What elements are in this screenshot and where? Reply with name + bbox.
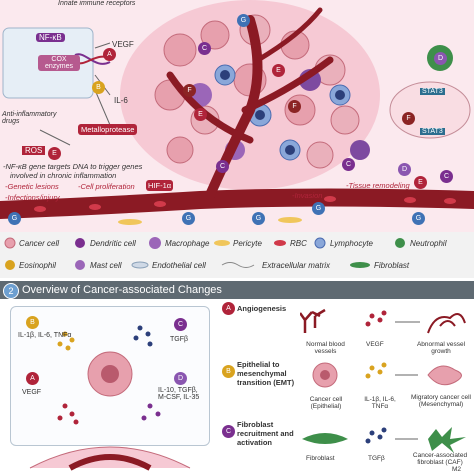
badge-e-3: E <box>414 176 427 189</box>
badge-g-5: G <box>312 202 325 215</box>
row-c-mid-caption: TGFβ <box>368 455 385 462</box>
badge-c-1: C <box>198 42 211 55</box>
row-b-left-caption: Cancer cell (Epithelial) <box>309 396 343 410</box>
stat3-top: STAT3 <box>420 88 445 95</box>
receptors-label: Innate immune receptors <box>58 0 136 7</box>
row-a-right-caption: Abnormal vessel growth <box>416 341 466 355</box>
tumor-microenvironment-panel: Innate immune receptors NF-κB COX enzyme… <box>0 0 474 232</box>
left-box-illustration <box>29 325 191 471</box>
row-b-title: Epithelial to mesenchymal transition (EM… <box>237 360 295 387</box>
badge-e-1: E <box>194 108 207 121</box>
row-a-title: Angiogenesis <box>237 304 287 313</box>
badge-e-2: E <box>272 64 285 77</box>
badge-c-box: C <box>174 318 187 331</box>
legend-extracellular-matrix: Extracellular matrix <box>262 261 331 270</box>
row-b-illustration <box>312 362 462 388</box>
row-c-badge: C <box>222 425 235 438</box>
legend-pericyte: Pericyte <box>233 239 262 248</box>
tissue-remodeling-label: -Tissue remodeling <box>346 181 410 190</box>
metalloprotease-label: Metalloprotease <box>78 124 138 135</box>
legend-endothelial-cell: Endothelial cell <box>152 261 206 270</box>
box-a-label: VEGF <box>22 389 42 396</box>
legend-mast-cell: Mast cell <box>90 261 122 270</box>
box-d-label: IL-10, TGFβ, M-CSF, IL-35 <box>158 387 200 401</box>
tumor-illustration <box>0 0 474 225</box>
badge-d-1: D <box>434 52 447 65</box>
legend-neutrophil: Neutrophil <box>410 239 447 248</box>
badge-c-2: C <box>216 160 229 173</box>
legend-eosinophil: Eosinophil <box>19 261 56 270</box>
ros-label: ROS <box>22 146 46 155</box>
badge-f-1: F <box>183 84 196 97</box>
rbcs <box>34 196 456 212</box>
row-c-title: Fibroblast recruitment and activation <box>237 420 294 447</box>
badge-f-3: F <box>402 112 415 125</box>
row-a-left-caption: Normal blood vessels <box>306 341 345 355</box>
badge-a-top: A <box>103 48 116 61</box>
badge-g-3: G <box>182 212 195 225</box>
badge-g-2: G <box>8 212 21 225</box>
badge-c-4: C <box>440 170 453 183</box>
badge-c-3: C <box>342 158 355 171</box>
row-a-mid-caption: VEGF <box>366 341 384 348</box>
section-title: Overview of Cancer-associated Changes <box>22 284 222 296</box>
row-b-right-caption: Migratory cancer cell (Mesenchymal) <box>411 394 471 408</box>
row-c-illustration <box>302 427 466 453</box>
invasion-label: -Invasion <box>292 191 323 200</box>
section-number: 2 <box>3 283 19 299</box>
legend: Cancer cell Dendritic cell Macrophage Pe… <box>0 232 474 278</box>
legend-fibroblast: Fibroblast <box>374 261 410 270</box>
badge-g-4: G <box>252 212 265 225</box>
cell-proliferation: -Cell proliferation <box>78 182 135 191</box>
box-b-label: IL-1β, IL-6, TNFα <box>18 332 72 339</box>
vegf-label: VEGF <box>112 40 134 49</box>
badge-g-6: G <box>412 212 425 225</box>
badge-f-2: F <box>288 100 301 113</box>
badge-g-1: G <box>237 14 250 27</box>
badge-d-2: D <box>398 163 411 176</box>
partial-m2-label: M2 <box>452 466 462 473</box>
cox-label: COX enzymes <box>38 55 80 71</box>
section-header <box>0 281 474 299</box>
legend-lymphocyte: Lymphocyte <box>330 239 373 248</box>
badge-e-top: E <box>48 147 61 160</box>
il6-label: IL-6 <box>114 96 128 105</box>
row-c-left-caption: Fibroblast <box>306 455 335 462</box>
hif-label: HIF-1α <box>146 180 174 191</box>
legend-cancer-cell: Cancer cell <box>19 239 60 248</box>
nfkb-label: NF-κB <box>36 33 65 42</box>
legend-icons <box>4 237 405 270</box>
legend-dendritic-cell: Dendritic cell <box>90 239 136 248</box>
legend-rbc: RBC <box>290 239 307 248</box>
badge-d-box: D <box>174 372 187 385</box>
nfkb-note-2: involved in chronic inflammation <box>10 171 117 180</box>
badge-b-box: B <box>26 316 39 329</box>
genetic-lesions: -Genetic lesions <box>5 182 59 191</box>
nfkb-note-1: -NF-κB gene targets DNA to trigger genes <box>3 162 143 171</box>
legend-macrophage: Macrophage <box>165 239 210 248</box>
row-b-mid-caption: IL-1β, IL-6, TNFα <box>364 396 396 410</box>
infections: -Infections/injury <box>5 193 60 202</box>
row-b-badge: B <box>222 365 235 378</box>
row-a-illustration <box>300 308 466 334</box>
box-c-label: TGFβ <box>170 336 189 343</box>
badge-a-box: A <box>26 372 39 385</box>
pathway-arrows <box>39 42 111 146</box>
row-a-badge: A <box>222 302 235 315</box>
badge-b-top: B <box>92 81 105 94</box>
anti-inflammatory-label: Anti-inflammatory drugs <box>2 111 57 125</box>
stat3-bottom: STAT3 <box>420 128 445 135</box>
lymphocytes <box>214 64 351 161</box>
row-c-right-caption: Cancer-associated fibroblast (CAF) <box>412 452 468 466</box>
